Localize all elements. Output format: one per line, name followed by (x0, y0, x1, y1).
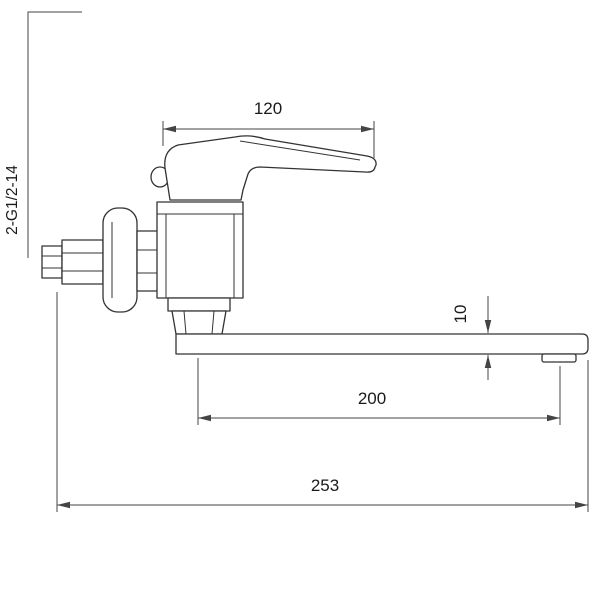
spout-connector-nut (167, 297, 231, 335)
mounting-nut (136, 230, 159, 292)
dimension-handle-length: 120 (162, 99, 375, 158)
dimension-overall-length: 253 (56, 292, 589, 512)
dimension-label-spout-thickness: 10 (451, 305, 470, 324)
dimension-spout-thickness: 10 (451, 296, 492, 380)
thread-leader-lines (27, 11, 82, 258)
spout-arm (175, 333, 589, 355)
dimension-label-handle-length: 120 (254, 99, 282, 118)
dimension-label-spout-reach: 200 (358, 389, 386, 408)
wall-fitting (41, 245, 63, 279)
spout-outlet (541, 353, 577, 363)
dimension-spout-reach: 200 (197, 358, 561, 425)
handle-lever (164, 135, 377, 201)
wall-flange (102, 207, 138, 313)
faucet (41, 135, 589, 363)
thread-spec-label: 2-G1/2-14 (4, 165, 21, 235)
eccentric-connector (61, 239, 104, 285)
dimension-label-overall-length: 253 (311, 476, 339, 495)
cartridge-body (156, 201, 244, 299)
